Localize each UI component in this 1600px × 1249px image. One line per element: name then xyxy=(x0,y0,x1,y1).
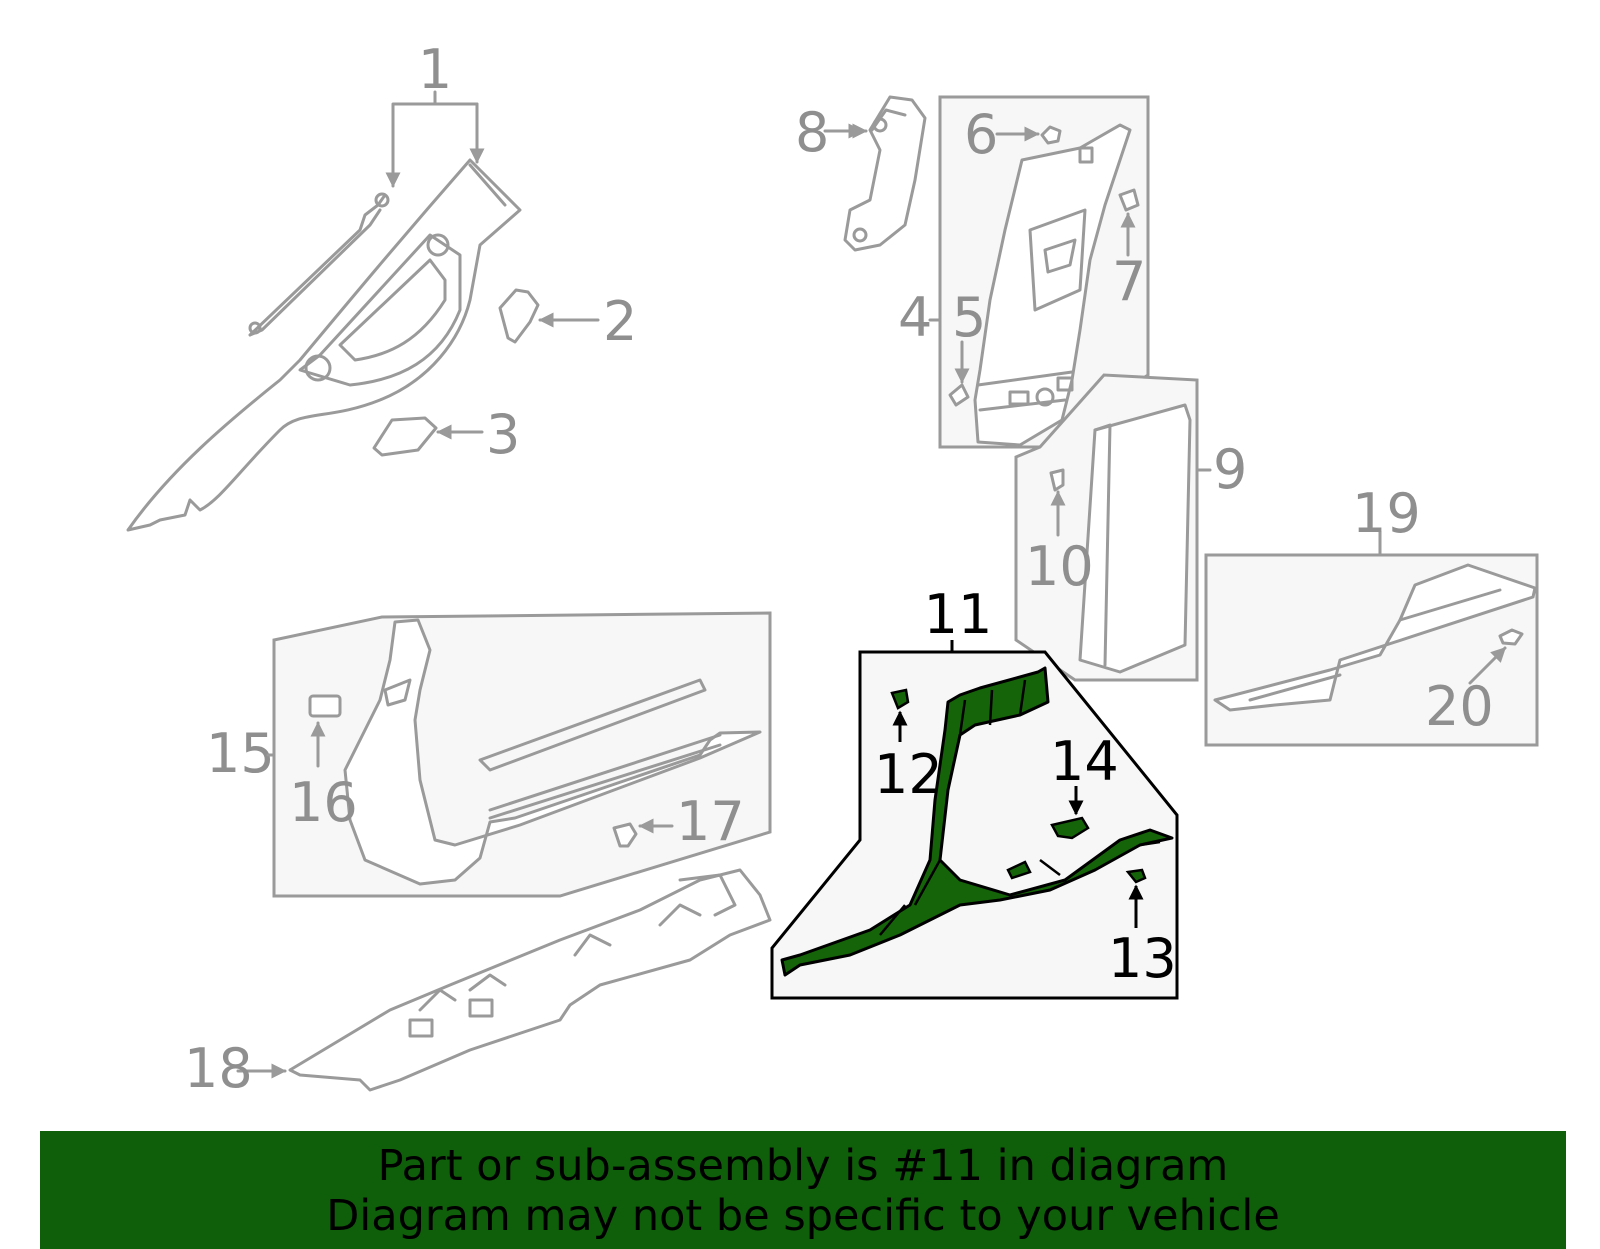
part-11-box: 11 xyxy=(770,583,1179,1000)
part-18-bracket: 18 xyxy=(184,868,772,1100)
info-banner: Part or sub-assembly is #11 in diagram D… xyxy=(40,1131,1566,1249)
part-13-clip: 13 xyxy=(1108,868,1177,990)
part-1-pillar-trim xyxy=(126,158,522,532)
banner-line-1: Part or sub-assembly is #11 in diagram xyxy=(377,1141,1229,1191)
part-15-box: 15 xyxy=(206,611,772,898)
label-16: 16 xyxy=(289,771,358,834)
part-5-clip: 5 xyxy=(948,286,986,407)
label-6: 6 xyxy=(964,103,998,166)
label-9: 9 xyxy=(1213,438,1247,501)
label-3: 3 xyxy=(486,403,520,466)
label-18: 18 xyxy=(184,1037,253,1100)
part-6-nut: 6 xyxy=(964,103,1062,166)
part-3-cap: 3 xyxy=(372,403,520,466)
label-1-callout: 1 xyxy=(393,38,485,186)
label-15: 15 xyxy=(206,722,275,785)
label-12: 12 xyxy=(874,743,943,806)
label-20: 20 xyxy=(1425,675,1494,738)
label-11: 11 xyxy=(924,583,993,646)
label-7: 7 xyxy=(1112,250,1146,313)
label-19: 19 xyxy=(1352,482,1421,545)
label-1: 1 xyxy=(418,38,452,101)
part-20-clip: 20 xyxy=(1425,628,1524,738)
banner-line-2: Diagram may not be specific to your vehi… xyxy=(326,1191,1280,1241)
part-19-box: 19 xyxy=(1204,482,1539,747)
label-17: 17 xyxy=(676,790,745,853)
part-9-box: 9 xyxy=(1014,373,1247,682)
part-2-cap: 2 xyxy=(498,288,637,353)
part-16-clip: 16 xyxy=(289,694,358,834)
label-14: 14 xyxy=(1050,730,1119,793)
label-2: 2 xyxy=(603,290,637,353)
part-17-clip: 17 xyxy=(612,790,745,853)
part-14-clip: 14 xyxy=(1050,730,1119,840)
label-4: 4 xyxy=(898,286,932,349)
part-12-clip: 12 xyxy=(874,688,943,806)
part-4-box: 4 xyxy=(898,95,1150,449)
label-13: 13 xyxy=(1108,927,1177,990)
part-7-clip: 7 xyxy=(1112,188,1146,313)
label-10: 10 xyxy=(1025,535,1094,598)
part-10-clip: 10 xyxy=(1025,468,1094,598)
part-8-grab-handle: 8 xyxy=(795,95,927,252)
label-5: 5 xyxy=(952,286,986,349)
label-8: 8 xyxy=(795,101,829,164)
